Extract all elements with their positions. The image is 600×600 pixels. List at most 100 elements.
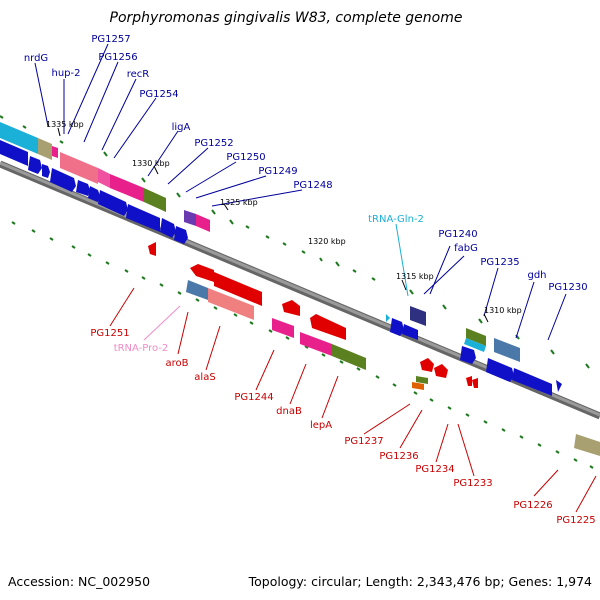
kbp-label: 1320 kbp (308, 237, 346, 246)
accession-text: Accession: NC_002950 (8, 574, 150, 589)
gene-label-dnaB[interactable]: dnaB (276, 406, 302, 417)
feature-bar[interactable] (60, 152, 98, 184)
feature-bar[interactable] (38, 138, 52, 160)
gene-label-PG1240[interactable]: PG1240 (438, 229, 477, 240)
feature-bar[interactable] (300, 332, 332, 356)
gene-label-PG1250[interactable]: PG1250 (226, 152, 265, 163)
gene-label-PG1237[interactable]: PG1237 (344, 436, 383, 447)
feature-bar[interactable] (494, 338, 520, 362)
gene-label-PG1230[interactable]: PG1230 (548, 282, 587, 293)
feature-arrow[interactable] (460, 346, 476, 364)
gene-label-alaS[interactable]: alaS (194, 372, 215, 383)
feature-arrow[interactable] (160, 218, 176, 238)
feature-arrow[interactable] (190, 264, 214, 282)
feature-arrow[interactable] (0, 140, 28, 166)
feature-arrow[interactable] (148, 242, 156, 256)
feature-bar[interactable] (52, 146, 58, 158)
feature-arrow[interactable] (282, 300, 300, 316)
feature-bar[interactable] (416, 376, 428, 384)
feature-arrow[interactable] (76, 180, 90, 196)
feature-arrow[interactable] (126, 204, 160, 232)
leader-line (547, 293, 567, 341)
gene-label-PG1252[interactable]: PG1252 (194, 138, 233, 149)
kbp-label: 1325 kbp (220, 198, 258, 207)
leader-line (211, 189, 303, 207)
feature-arrow[interactable] (174, 226, 188, 244)
feature-arrow[interactable] (50, 168, 76, 192)
gene-label-PG1257[interactable]: PG1257 (91, 34, 130, 45)
forward-features (0, 122, 562, 396)
gene-label-PG1234[interactable]: PG1234 (415, 464, 454, 475)
feature-arrow[interactable] (472, 378, 478, 388)
gene-label-PG1249[interactable]: PG1249 (258, 166, 297, 177)
feature-arrow[interactable] (390, 318, 404, 336)
leader-line (177, 311, 189, 355)
gene-label-tRNA-Pro-2[interactable]: tRNA-Pro-2 (114, 343, 169, 354)
kbp-markers (57, 127, 489, 323)
feature-arrow[interactable] (386, 314, 390, 322)
gene-label-fabG[interactable]: fabG (454, 243, 478, 254)
feature-bar[interactable] (196, 214, 210, 232)
leader-line (575, 475, 597, 513)
feature-bar[interactable] (574, 434, 600, 456)
gene-label-tRNA-Gln-2[interactable]: tRNA-Gln-2 (368, 214, 424, 225)
gene-label-recR[interactable]: recR (127, 69, 150, 80)
gene-label-PG1236[interactable]: PG1236 (379, 451, 418, 462)
gene-label-PG1244[interactable]: PG1244 (234, 392, 273, 403)
gene-label-PG1233[interactable]: PG1233 (453, 478, 492, 489)
feature-bar[interactable] (410, 306, 426, 326)
feature-arrow[interactable] (420, 358, 434, 372)
leader-line (423, 255, 465, 295)
gene-label-lepA[interactable]: lepA (310, 420, 332, 431)
gene-label-PG1226[interactable]: PG1226 (513, 500, 552, 511)
leader-line (101, 78, 137, 151)
gene-label-PG1256[interactable]: PG1256 (98, 52, 137, 63)
feature-bar[interactable] (208, 288, 254, 320)
feature-arrow[interactable] (486, 358, 514, 382)
feature-bar[interactable] (184, 210, 196, 226)
feature-bar[interactable] (466, 328, 486, 346)
leader-line (34, 62, 49, 127)
reverse-gene-labels (109, 287, 597, 513)
leader-line (321, 375, 339, 419)
feature-arrow[interactable] (402, 324, 418, 340)
feature-arrow[interactable] (434, 364, 448, 378)
feature-arrow[interactable] (214, 272, 262, 306)
gene-label-PG1235[interactable]: PG1235 (480, 257, 519, 268)
gene-label-aroB[interactable]: aroB (166, 358, 189, 369)
feature-bar[interactable] (332, 344, 366, 370)
gene-label-PG1251[interactable]: PG1251 (90, 328, 129, 339)
feature-bar[interactable] (412, 382, 424, 390)
leader-line (147, 130, 179, 177)
feature-arrow[interactable] (466, 376, 472, 386)
gene-label-PG1254[interactable]: PG1254 (139, 89, 178, 100)
feature-bar[interactable] (464, 338, 486, 352)
kbp-label: 1310 kbp (484, 306, 522, 315)
feature-bar[interactable] (110, 174, 144, 202)
feature-bar[interactable] (144, 188, 166, 212)
gene-label-PG1248[interactable]: PG1248 (293, 180, 332, 191)
tick-marks-forward (0, 115, 590, 369)
feature-bar[interactable] (98, 168, 110, 188)
feature-arrow[interactable] (310, 314, 346, 340)
feature-bar[interactable] (272, 318, 294, 338)
leader-line (435, 423, 449, 463)
feature-arrow[interactable] (556, 380, 562, 392)
gene-label-hup-2[interactable]: hup-2 (52, 68, 81, 79)
gene-label-ligA[interactable]: ligA (172, 122, 191, 133)
feature-arrow[interactable] (88, 186, 100, 202)
feature-arrow[interactable] (98, 190, 128, 216)
forward-gene-labels (34, 43, 567, 341)
leader-line (515, 281, 535, 339)
feature-arrow[interactable] (28, 156, 42, 174)
feature-arrow[interactable] (512, 368, 552, 396)
feature-bar[interactable] (0, 122, 38, 154)
feature-bar[interactable] (186, 280, 208, 300)
leader-line (395, 223, 409, 297)
gene-label-PG1225[interactable]: PG1225 (556, 515, 595, 526)
leader-line (185, 161, 237, 193)
leader-line (457, 423, 475, 477)
gene-label-gdh[interactable]: gdh (527, 270, 546, 281)
feature-arrow[interactable] (42, 164, 50, 178)
gene-label-nrdG[interactable]: nrdG (24, 53, 48, 64)
